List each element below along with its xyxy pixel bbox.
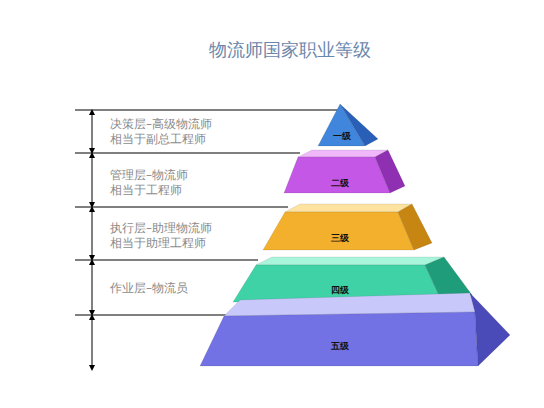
pyramid-level: 三级	[260, 200, 436, 254]
level-shape	[260, 200, 436, 254]
level-face	[298, 150, 388, 157]
diagram-title: 物流师国家职业等级	[209, 38, 371, 62]
level-shape	[198, 290, 516, 370]
level-face	[263, 212, 414, 250]
level-face	[200, 312, 478, 366]
level-shape	[314, 100, 384, 150]
level-number: 三级	[331, 232, 349, 245]
level-face	[398, 204, 432, 250]
level-description: 决策层–高级物流师 相当于副总工程师	[110, 117, 260, 147]
level-description: 作业层–物流员	[110, 281, 260, 296]
level-description: 执行层–助理物流师 相当于助理工程师	[110, 221, 260, 251]
level-face	[285, 204, 412, 212]
level-number: 五级	[331, 340, 349, 353]
level-number: 四级	[331, 284, 349, 297]
level-face	[256, 257, 444, 265]
level-description: 管理层–物流师 相当于工程师	[110, 168, 260, 198]
level-face	[375, 150, 405, 193]
level-shape	[282, 146, 408, 196]
pyramid-level: 五级	[198, 290, 516, 370]
pyramid-level: 一级	[314, 100, 384, 150]
level-brackets	[92, 112, 93, 368]
pyramid-level: 二级	[282, 146, 408, 196]
level-number: 二级	[331, 177, 349, 190]
level-number: 一级	[333, 130, 351, 143]
level-face	[284, 157, 390, 193]
level-face	[470, 293, 510, 366]
